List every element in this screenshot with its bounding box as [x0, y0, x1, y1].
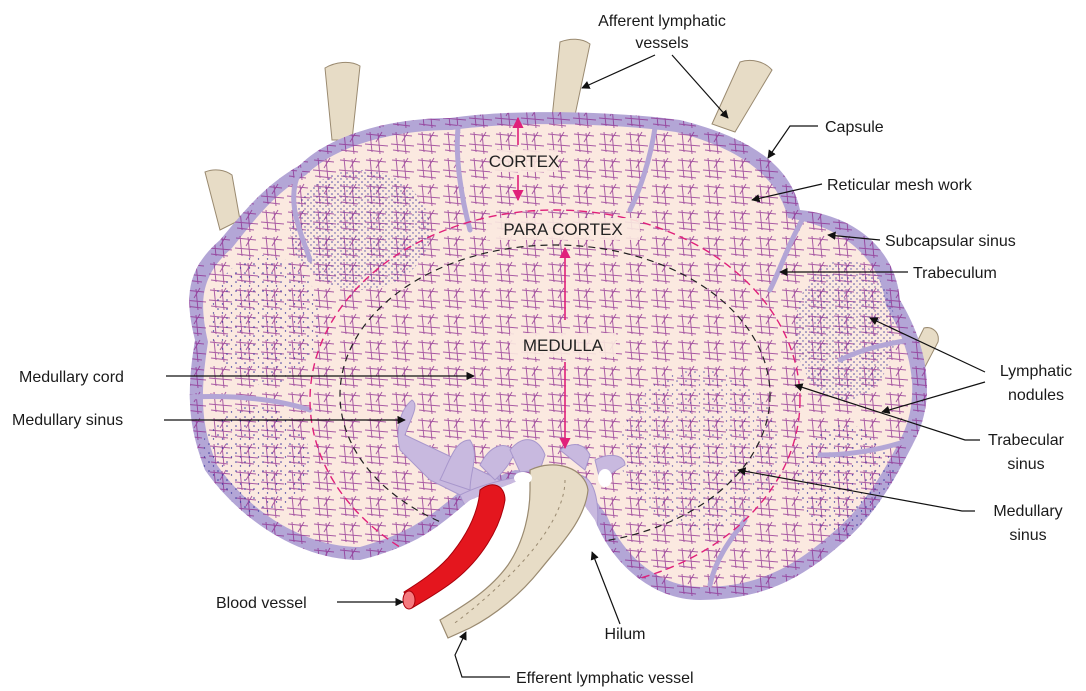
label-blood-vessel: Blood vessel: [216, 595, 307, 612]
leader-afferent-2: [672, 55, 728, 118]
label-medullary-cord: Medullary cord: [19, 369, 124, 386]
label-efferent: Efferent lymphatic vessel: [516, 670, 694, 687]
leader-hilum: [592, 552, 620, 624]
lymphatic-nodule: [795, 260, 895, 400]
afferent-vessel: [325, 62, 360, 140]
label-med-sinus-r-1: Medullary: [993, 503, 1062, 520]
label-trab-sinus-2: sinus: [1007, 456, 1044, 473]
white-spot: [598, 469, 612, 487]
cortex-label: CORTEX: [489, 152, 560, 171]
label-reticular: Reticular mesh work: [827, 177, 973, 194]
label-trab-sinus-1: Trabecular: [988, 432, 1065, 449]
afferent-vessel: [712, 60, 772, 132]
label-trabeculum: Trabeculum: [913, 265, 997, 282]
label-afferent-1: Afferent lymphatic: [598, 13, 726, 30]
lymphatic-nodule: [795, 425, 895, 535]
blood-vessel-opening: [403, 591, 415, 609]
label-subcapsular: Subcapsular sinus: [885, 233, 1016, 250]
lymphatic-nodule: [210, 255, 320, 385]
label-nodules-1: Lymphatic: [1000, 363, 1072, 380]
paracortex-label: PARA CORTEX: [503, 220, 622, 239]
afferent-vessel: [205, 170, 240, 230]
label-afferent-2: vessels: [635, 35, 688, 52]
white-spot: [514, 472, 532, 484]
label-hilum: Hilum: [605, 626, 646, 643]
afferent-vessel: [552, 39, 590, 120]
leader-capsule: [768, 126, 818, 158]
lymphatic-nodule: [290, 170, 430, 290]
label-medullary-sinus: Medullary sinus: [12, 412, 123, 429]
label-nodules-2: nodules: [1008, 387, 1064, 404]
leader-efferent: [455, 632, 510, 677]
label-med-sinus-r-2: sinus: [1009, 527, 1046, 544]
medulla-label: MEDULLA: [523, 336, 604, 355]
leader-afferent-1: [582, 55, 655, 88]
label-capsule: Capsule: [825, 119, 884, 136]
lymphatic-nodule: [200, 405, 310, 515]
